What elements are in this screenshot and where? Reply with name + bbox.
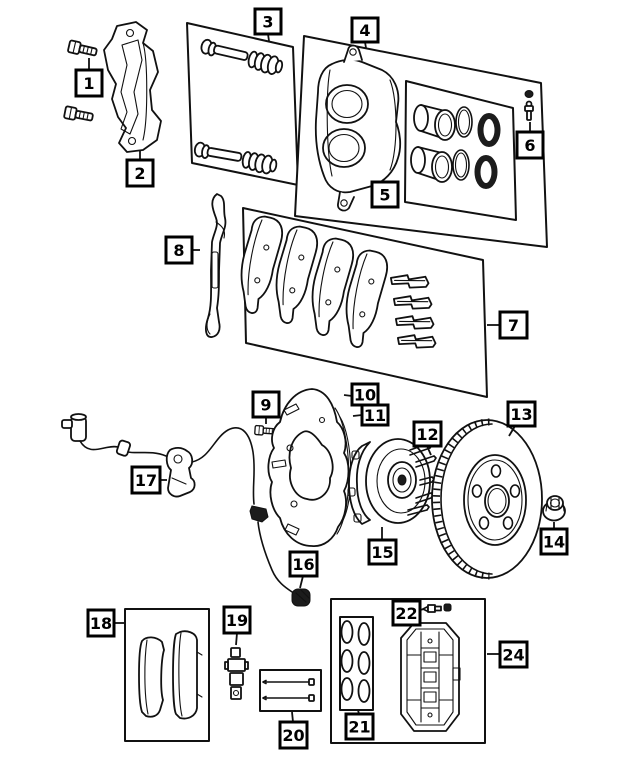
splash-shield-drawing [267, 388, 352, 547]
callout-6-number: 6 [524, 136, 535, 155]
callout-4[interactable]: 4 [350, 16, 380, 44]
abs-speed-sensor-drawing [61, 413, 311, 607]
harness-connector-drawing [291, 588, 311, 607]
callout-8-number: 8 [173, 241, 184, 260]
callout-21[interactable]: 21 [344, 712, 375, 741]
piston-boot-set-drawing [339, 616, 374, 711]
callout-8[interactable]: 8 [164, 235, 194, 265]
callout-14[interactable]: 14 [539, 527, 569, 556]
piston-seal-kit-drawing [404, 80, 517, 221]
callout-5[interactable]: 5 [370, 180, 400, 209]
callout-12[interactable]: 12 [412, 420, 443, 448]
callout-24-number: 24 [502, 646, 524, 665]
pad-support-spring-drawing [205, 193, 227, 338]
callout-15[interactable]: 15 [367, 538, 398, 566]
performance-caliper-kit-drawing [330, 598, 486, 744]
caliper-adapter-bracket-drawing [103, 21, 162, 153]
brake-pad-set-drawing [124, 608, 210, 742]
caliper-body-drawing [314, 44, 402, 212]
guide-pin-kit-drawing [186, 22, 299, 186]
harness-fitting-drawing [224, 647, 249, 700]
hub-bearing-drawing [347, 438, 437, 525]
callout-10-number: 10 [354, 386, 376, 405]
callout-21-number: 21 [348, 718, 370, 737]
callout-5-number: 5 [379, 186, 390, 205]
callout-3-number: 3 [262, 13, 273, 32]
callout-3[interactable]: 3 [253, 7, 283, 36]
callout-7-number: 7 [508, 316, 519, 335]
callout-22[interactable]: 22 [391, 599, 422, 627]
brake-pad-kit-drawing [231, 207, 488, 398]
callout-14-number: 14 [543, 533, 565, 552]
callout-13[interactable]: 13 [506, 400, 537, 428]
sensor-bracket [165, 446, 196, 498]
bleeder-screw-cap-drawing [524, 90, 534, 121]
bleeder-screw-drawing [422, 603, 452, 613]
callout-1-number: 1 [83, 74, 94, 93]
caliper-pin-set-drawing [259, 669, 322, 712]
fixed-caliper-drawing [400, 622, 461, 732]
callout-20-number: 20 [282, 726, 304, 745]
callout-20[interactable]: 20 [278, 720, 309, 750]
callout-18[interactable]: 18 [86, 608, 116, 638]
callout-17-number: 17 [135, 471, 157, 490]
callout-7[interactable]: 7 [498, 310, 529, 340]
callout-19-number: 19 [226, 611, 248, 630]
callout-2[interactable]: 2 [125, 158, 155, 188]
callout-19[interactable]: 19 [222, 605, 252, 635]
callout-18-number: 18 [90, 614, 112, 633]
callout-10[interactable]: 10 [350, 382, 380, 407]
callout-11[interactable]: 11 [360, 403, 390, 427]
callout-15-number: 15 [371, 543, 393, 562]
callout-17[interactable]: 17 [130, 465, 162, 495]
callout-13-number: 13 [510, 405, 532, 424]
callout-6[interactable]: 6 [515, 130, 545, 160]
brake-rotor-drawing [431, 418, 543, 580]
callout-22-number: 22 [395, 604, 417, 623]
callout-16-number: 16 [292, 555, 314, 574]
callout-1[interactable]: 1 [74, 68, 104, 98]
callout-9[interactable]: 9 [251, 390, 281, 419]
callout-2-number: 2 [134, 164, 145, 183]
callout-4-number: 4 [359, 21, 370, 40]
callout-16[interactable]: 16 [288, 550, 319, 578]
spindle-nut-drawing [542, 495, 566, 522]
callout-24[interactable]: 24 [498, 640, 529, 669]
callout-9-number: 9 [260, 396, 271, 415]
callout-11-number: 11 [364, 406, 386, 425]
callout-12-number: 12 [416, 425, 438, 444]
